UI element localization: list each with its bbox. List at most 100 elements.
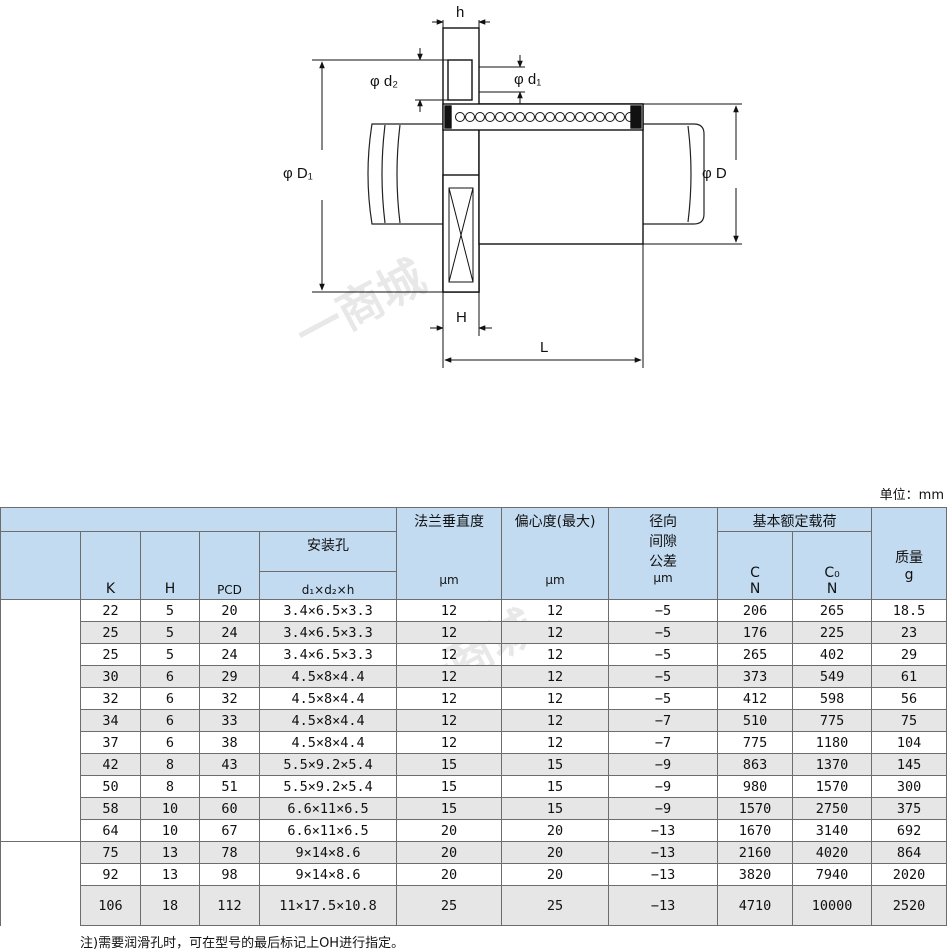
table-cell: 15 [396,753,503,776]
row-spacer-cell [0,885,81,926]
table-cell: 8 [140,775,200,798]
table-cell: 20 [396,819,503,842]
table-cell: 15 [396,775,503,798]
table-cell: −13 [608,885,719,926]
flange [442,27,480,293]
table-cell: 24 [199,621,260,644]
table-cell: 6 [140,731,200,754]
table-cell: 863 [717,753,794,776]
table-cell: 37 [80,731,141,754]
row-spacer-cell [0,731,81,754]
label-d2: φ d₂ [370,73,398,90]
table-cell: 145 [871,753,948,776]
label-L: L [540,339,548,356]
table-cell: 225 [792,621,873,644]
table-cell: 92 [80,863,141,886]
table-cell: −13 [608,841,719,864]
label-h: h [456,4,464,21]
table-cell: 12 [396,599,503,622]
header-eccentricity: 偏心度(最大) μm [501,507,610,600]
table-cell: 106 [80,885,141,926]
table-cell: 13 [140,841,200,864]
table-cell: 12 [396,643,503,666]
table-cell: 300 [871,775,948,798]
header-mass-col: 质量 g [871,507,948,600]
row-spacer-cell [0,753,81,776]
table-cell: −13 [608,819,719,842]
table-cell: 51 [199,775,260,798]
header-mount-holes: 安装孔 [258,531,398,572]
table-cell: 38 [199,731,260,754]
table-cell: 5.5×9.2×5.4 [258,753,398,776]
table-cell: 176 [717,621,794,644]
table-cell: 6 [140,709,200,732]
row-spacer-cell [0,863,81,886]
table-cell: 32 [80,687,141,710]
table-cell: 18 [140,885,200,926]
table-cell: 10000 [792,885,873,926]
header-PCD: PCD [199,531,260,600]
row-spacer-cell [0,709,81,732]
table-cell: 375 [871,797,948,820]
table-cell: 29 [871,643,948,666]
header-H: H [140,531,200,600]
table-cell: 10 [140,797,200,820]
table-cell: 6 [140,687,200,710]
table-cell: 3820 [717,863,794,886]
table-cell: 692 [871,819,948,842]
table-cell: 56 [871,687,948,710]
header-basic-load: 基本额定载荷 [717,507,873,532]
table-cell: 13 [140,863,200,886]
table-cell: 12 [501,599,610,622]
table-cell: 3140 [792,819,873,842]
table-cell: 20 [396,841,503,864]
header-C0: C₀ N [792,531,873,600]
table-cell: 6.6×11×6.5 [258,797,398,820]
row-spacer-cell [0,643,81,666]
table-cell: 33 [199,709,260,732]
table-cell: 1570 [792,775,873,798]
row-spacer-cell [0,775,81,798]
table-cell: 8 [140,753,200,776]
table-cell: −7 [608,709,719,732]
table-cell: 11×17.5×10.8 [258,885,398,926]
table-cell: −5 [608,687,719,710]
table-cell: 20 [396,863,503,886]
row-spacer-cell [0,599,81,622]
table-cell: 12 [396,621,503,644]
table-cell: 12 [396,709,503,732]
table-cell: 775 [717,731,794,754]
table-cell: 12 [501,709,610,732]
table-cell: 373 [717,665,794,688]
table-cell: 9×14×8.6 [258,863,398,886]
table-cell: 64 [80,819,141,842]
table-cell: 75 [80,841,141,864]
label-d1: φ d₁ [514,71,541,88]
header-flange-perpendicularity: 法兰垂直度 μm [396,507,503,600]
table-cell: 3.4×6.5×3.3 [258,621,398,644]
spec-table: 法兰垂直度 μm 偏心度(最大) μm 径向 间隙 公差 μm 基本额定载荷 质… [0,507,948,926]
dimension-labels: h φ d₂ φ d₁ φ D₁ φ D H L [283,4,727,356]
table-cell: 4.5×8×4.4 [258,731,398,754]
table-cell: −9 [608,797,719,820]
table-cell: 67 [199,819,260,842]
table-cell: 15 [501,797,610,820]
table-cell: 12 [501,731,610,754]
table-cell: 15 [501,775,610,798]
table-cell: 5.5×9.2×5.4 [258,775,398,798]
table-cell: 10 [140,819,200,842]
table-cell: 20 [501,841,610,864]
table-cell: 265 [792,599,873,622]
table-cell: 23 [871,621,948,644]
table-cell: 30 [80,665,141,688]
table-cell: 112 [199,885,260,926]
table-cell: 775 [792,709,873,732]
